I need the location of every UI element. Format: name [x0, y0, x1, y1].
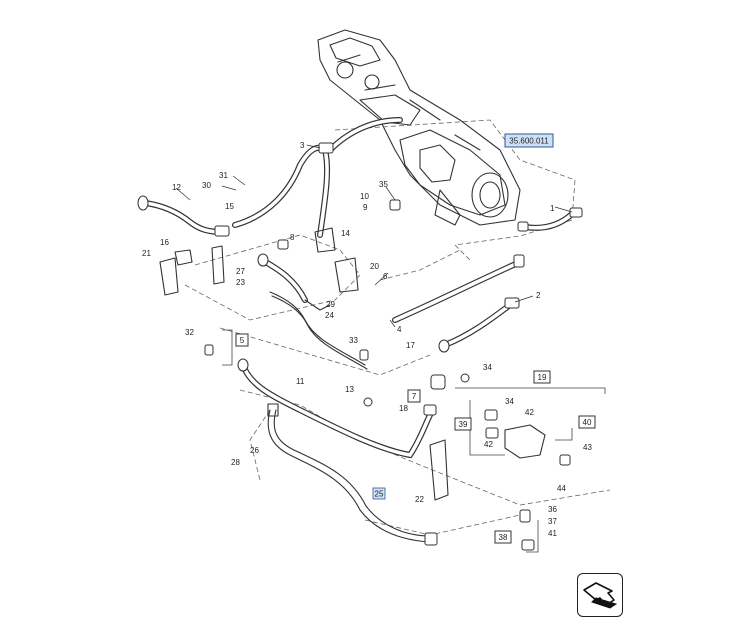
callout-26: 26	[250, 446, 259, 455]
box-label-frame	[578, 415, 596, 429]
callout-27: 27	[236, 267, 245, 276]
callout-30: 30	[202, 181, 211, 190]
callout-17: 17	[406, 341, 415, 350]
pipe-18	[237, 358, 437, 459]
box-label-frame	[494, 530, 512, 544]
box-label-40: 40	[583, 418, 592, 427]
box-label-19: 19	[538, 373, 547, 382]
callout-33: 33	[349, 336, 358, 345]
pump-assembly	[317, 29, 521, 226]
callout-14: 14	[341, 229, 350, 238]
hose-3	[232, 117, 403, 238]
hose-1	[517, 207, 583, 232]
callout-10: 10	[360, 192, 369, 201]
tube-29	[257, 253, 368, 370]
reference-tag[interactable]: 35.600.011	[504, 133, 554, 148]
highlight-label-25: 25	[375, 490, 384, 499]
box-label-frame	[235, 333, 249, 347]
callout-22: 22	[415, 495, 424, 504]
reference-code[interactable]: 35.600.011	[509, 137, 549, 146]
callout-3: 3	[300, 141, 305, 150]
next-page-arrow-icon	[583, 582, 618, 609]
box-label-frame	[407, 389, 421, 403]
return-line	[267, 403, 438, 546]
callout-29: 29	[326, 300, 335, 309]
boxed-labels: 5 7 19 39 40 38 25	[235, 333, 596, 544]
callout-24: 24	[325, 311, 334, 320]
callout-31: 31	[219, 171, 228, 180]
callout-16: 16	[160, 238, 169, 247]
callout-32: 32	[185, 328, 194, 337]
callout-35: 35	[379, 180, 388, 189]
callout-34: 34	[505, 397, 514, 406]
box-label-7: 7	[412, 392, 417, 401]
box-label-38: 38	[499, 533, 508, 542]
next-page-button[interactable]	[577, 573, 623, 617]
callout-21: 21	[142, 249, 151, 258]
callout-42: 42	[525, 408, 534, 417]
callout-12: 12	[172, 183, 181, 192]
box-label-5: 5	[240, 336, 245, 345]
pipe-12	[137, 195, 230, 237]
callout-8: 8	[290, 233, 295, 242]
callout-1: 1	[550, 204, 555, 213]
box-label-frame	[454, 417, 472, 431]
callout-11: 11	[296, 377, 305, 386]
leader-lines	[175, 144, 573, 328]
callout-20: 20	[370, 262, 379, 271]
callout-23: 23	[236, 278, 245, 287]
callout-2: 2	[536, 291, 541, 300]
callout-4: 4	[397, 325, 402, 334]
callout-36: 36	[548, 505, 557, 514]
callout-13: 13	[345, 385, 354, 394]
callout-6: 6	[383, 272, 388, 281]
callout-41: 41	[548, 529, 557, 538]
callout-34: 34	[483, 363, 492, 372]
callout-28: 28	[231, 458, 240, 467]
callout-37: 37	[548, 517, 557, 526]
callout-9: 9	[363, 203, 368, 212]
box-label-39: 39	[459, 420, 468, 429]
callout-43: 43	[583, 443, 592, 452]
callout-18: 18	[399, 404, 408, 413]
fittings	[159, 199, 571, 551]
callout-numbers: 1 2 3 4 6 8 9 10 11 12 13 14 15 16 17 18…	[142, 141, 592, 538]
callout-15: 15	[225, 202, 234, 211]
hose-2	[392, 254, 525, 353]
callout-42: 42	[484, 440, 493, 449]
callout-44: 44	[557, 484, 566, 493]
box-label-frame	[533, 370, 551, 384]
